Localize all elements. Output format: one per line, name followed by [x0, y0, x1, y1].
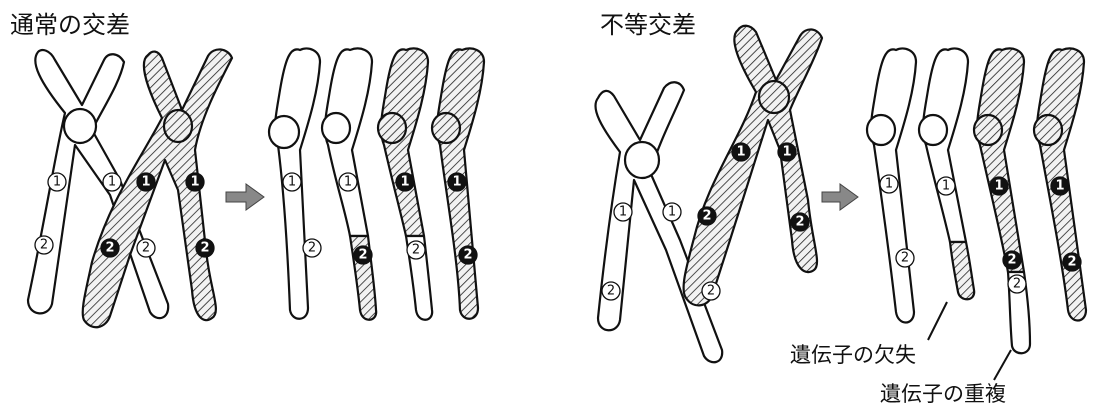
hatched-chromosome — [684, 26, 822, 306]
svg-text:2: 2 — [142, 241, 150, 256]
marker-1-filled: 1 — [186, 173, 204, 191]
normal-before-pair: 1 2 1 2 1 2 1 2 — [28, 49, 232, 327]
marker-2-filled: 2 — [101, 239, 119, 257]
centromere — [269, 116, 299, 148]
svg-text:2: 2 — [1067, 255, 1076, 270]
marker-1-open: 1 — [880, 175, 898, 193]
marker-2-open: 2 — [35, 236, 53, 254]
centromere — [974, 115, 1002, 145]
svg-text:1: 1 — [344, 175, 352, 190]
svg-text:1: 1 — [190, 175, 199, 190]
marker-1-filled: 1 — [732, 143, 750, 161]
centromere — [322, 113, 350, 143]
centromere — [1034, 115, 1062, 145]
marker-2-open: 2 — [1008, 275, 1026, 293]
marker-2-filled: 2 — [196, 239, 214, 257]
centromere — [164, 110, 192, 142]
svg-text:1: 1 — [782, 145, 791, 160]
unequal-before-pair: 1 2 1 2 1 2 1 2 — [595, 26, 822, 363]
svg-text:1: 1 — [452, 175, 461, 190]
svg-text:1: 1 — [668, 205, 676, 220]
arrow-right-icon — [226, 184, 264, 210]
svg-text:2: 2 — [358, 248, 367, 263]
marker-2-filled: 2 — [459, 246, 477, 264]
marker-1-open: 1 — [614, 203, 632, 221]
unequal-after-chromatids: 1 2 1 1 2 2 1 2 — [867, 49, 1086, 354]
svg-text:1: 1 — [108, 175, 116, 190]
centromere — [432, 113, 460, 143]
centromere — [625, 142, 659, 178]
svg-text:2: 2 — [1007, 253, 1016, 268]
marker-1-open: 1 — [48, 173, 66, 191]
marker-1-open: 1 — [283, 173, 301, 191]
marker-2-filled: 2 — [1063, 253, 1081, 271]
svg-text:1: 1 — [942, 179, 950, 194]
svg-text:2: 2 — [607, 284, 615, 299]
svg-text:2: 2 — [463, 248, 472, 263]
centromere — [64, 109, 96, 143]
marker-1-filled: 1 — [990, 177, 1008, 195]
marker-1-filled: 1 — [448, 173, 466, 191]
marker-1-filled: 1 — [137, 173, 155, 191]
marker-2-filled: 2 — [354, 246, 372, 264]
svg-text:1: 1 — [994, 179, 1003, 194]
marker-2-open: 2 — [602, 282, 620, 300]
marker-2-open: 2 — [896, 249, 914, 267]
svg-text:2: 2 — [707, 284, 715, 299]
svg-text:2: 2 — [105, 241, 114, 256]
chromatid-duplication-hatched — [977, 49, 1024, 273]
svg-text:2: 2 — [412, 243, 420, 258]
svg-text:1: 1 — [400, 175, 409, 190]
svg-text:2: 2 — [901, 251, 909, 266]
arrow-right-icon — [822, 184, 858, 210]
marker-1-filled: 1 — [1051, 177, 1069, 195]
marker-2-filled: 2 — [1003, 251, 1021, 269]
marker-1-open: 1 — [663, 203, 681, 221]
svg-text:1: 1 — [885, 177, 893, 192]
centromere — [378, 113, 406, 143]
svg-text:2: 2 — [702, 209, 711, 224]
marker-2-open: 2 — [137, 239, 155, 257]
leader-line-deletion — [928, 302, 947, 340]
centromere — [867, 115, 895, 145]
marker-2-open: 2 — [407, 241, 425, 259]
svg-text:1: 1 — [619, 205, 627, 220]
svg-text:1: 1 — [288, 175, 296, 190]
svg-text:1: 1 — [141, 175, 150, 190]
svg-text:2: 2 — [795, 215, 804, 230]
marker-1-open: 1 — [103, 173, 121, 191]
marker-2-open: 2 — [702, 282, 720, 300]
marker-1-filled: 1 — [778, 143, 796, 161]
svg-text:2: 2 — [1013, 277, 1021, 292]
normal-after-chromatids: 1 2 1 2 1 2 1 2 — [269, 49, 484, 320]
marker-1-open: 1 — [339, 173, 357, 191]
svg-text:2: 2 — [40, 238, 48, 253]
centromere — [759, 81, 789, 113]
marker-1-filled: 1 — [396, 173, 414, 191]
svg-text:1: 1 — [53, 175, 61, 190]
centromere — [919, 115, 947, 145]
marker-1-open: 1 — [937, 177, 955, 195]
marker-2-open: 2 — [303, 239, 321, 257]
svg-text:1: 1 — [736, 145, 745, 160]
svg-text:1: 1 — [1055, 179, 1064, 194]
marker-2-filled: 2 — [698, 207, 716, 225]
svg-text:2: 2 — [200, 241, 209, 256]
svg-text:2: 2 — [308, 241, 316, 256]
leader-line-duplication — [994, 350, 1011, 380]
marker-2-filled: 2 — [791, 213, 809, 231]
chromatid-deletion-hatched — [950, 242, 974, 299]
